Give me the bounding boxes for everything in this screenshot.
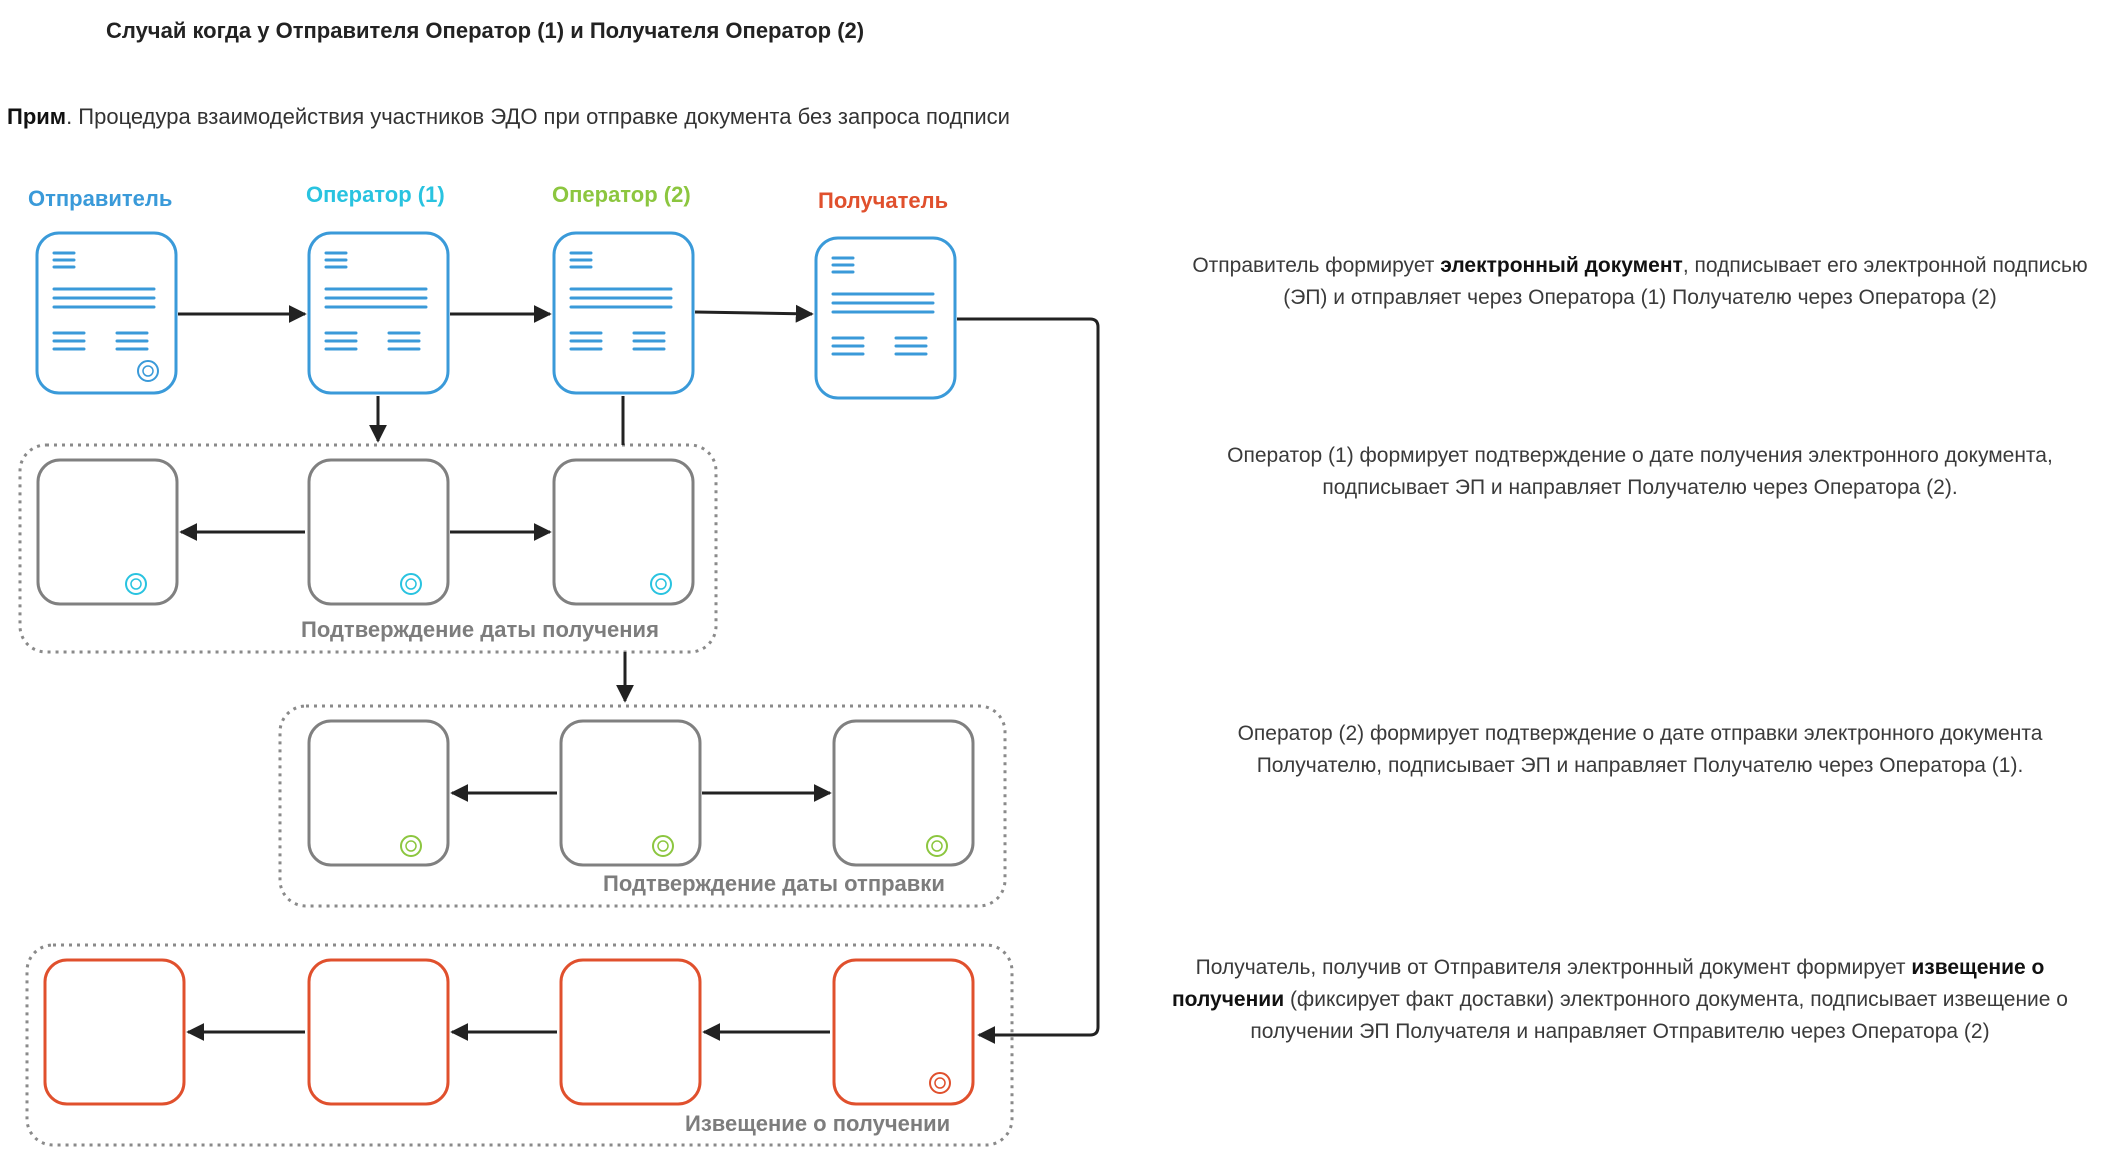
send-confirm-operator2 [559, 719, 702, 867]
signature-stamp-icon [400, 835, 422, 857]
notice-receiver [832, 958, 975, 1106]
role-operator1: Оператор (1) [306, 182, 445, 207]
signature-stamp-icon [125, 573, 147, 595]
signature-stamp-icon [652, 835, 674, 857]
notice-operator2 [559, 958, 702, 1106]
description-4-pre: Получатель, получив от Отправителя элект… [1195, 956, 1912, 979]
page-title: Случай когда у Отправителя Оператор (1) … [106, 18, 865, 43]
signature-stamp-icon [400, 573, 422, 595]
description-3: Оператор (2) формирует подтверждение о д… [1237, 722, 2043, 777]
signature-stamp-icon [650, 573, 672, 595]
note: Прим. Процедура взаимодействия участнико… [7, 104, 1010, 130]
description-4: Получатель, получив от Отправителя элект… [1170, 952, 2070, 1048]
notice-operator1 [307, 958, 450, 1106]
description-4-bold: извещение о получении [1172, 956, 2045, 1011]
operator1-document [307, 231, 450, 395]
role-receiver: Получатель [818, 188, 949, 213]
description-1-pre: Отправитель формирует [1192, 254, 1441, 277]
note-text: . Процедура взаимодействия участников ЭД… [66, 104, 1010, 129]
role-sender: Отправитель [28, 186, 173, 211]
arrow-icon [694, 304, 814, 323]
signature-stamp-icon [929, 1072, 951, 1094]
notice-sender [43, 958, 186, 1106]
group-send-date [278, 704, 1007, 908]
signature-stamp-icon [926, 835, 948, 857]
receiver-document [814, 236, 957, 400]
arrow-icon [957, 317, 1100, 1044]
send-confirm-receiver [832, 719, 975, 867]
sender-document [35, 231, 178, 395]
group-receipt-date [18, 443, 718, 654]
receipt-confirm-sender [36, 458, 179, 606]
role-operator2: Оператор (2) [552, 182, 691, 207]
group-notice [25, 943, 1014, 1147]
send-confirm-operator1 [307, 719, 450, 867]
description-4-post: (фиксирует факт доставки) электронного д… [1250, 988, 2068, 1043]
note-bold: Прим [7, 104, 67, 129]
group-label-send-date: Подтверждение даты отправки [603, 871, 945, 896]
description-1-bold: электронный документ [1440, 254, 1683, 277]
description-1-post: , подписывает его электронной подписью (… [1283, 254, 2088, 309]
receipt-confirm-operator1 [307, 458, 450, 606]
group-label-notice: Извещение о получении [685, 1111, 951, 1136]
description-2: Оператор (1) формирует подтверждение о д… [1227, 444, 2053, 499]
description-1: Отправитель формирует электронный докуме… [1190, 250, 2090, 314]
receipt-confirm-operator2 [552, 458, 695, 606]
signature-stamp-icon [137, 360, 159, 382]
operator2-document [552, 231, 695, 395]
group-label-receipt-date: Подтверждение даты получения [301, 617, 659, 642]
